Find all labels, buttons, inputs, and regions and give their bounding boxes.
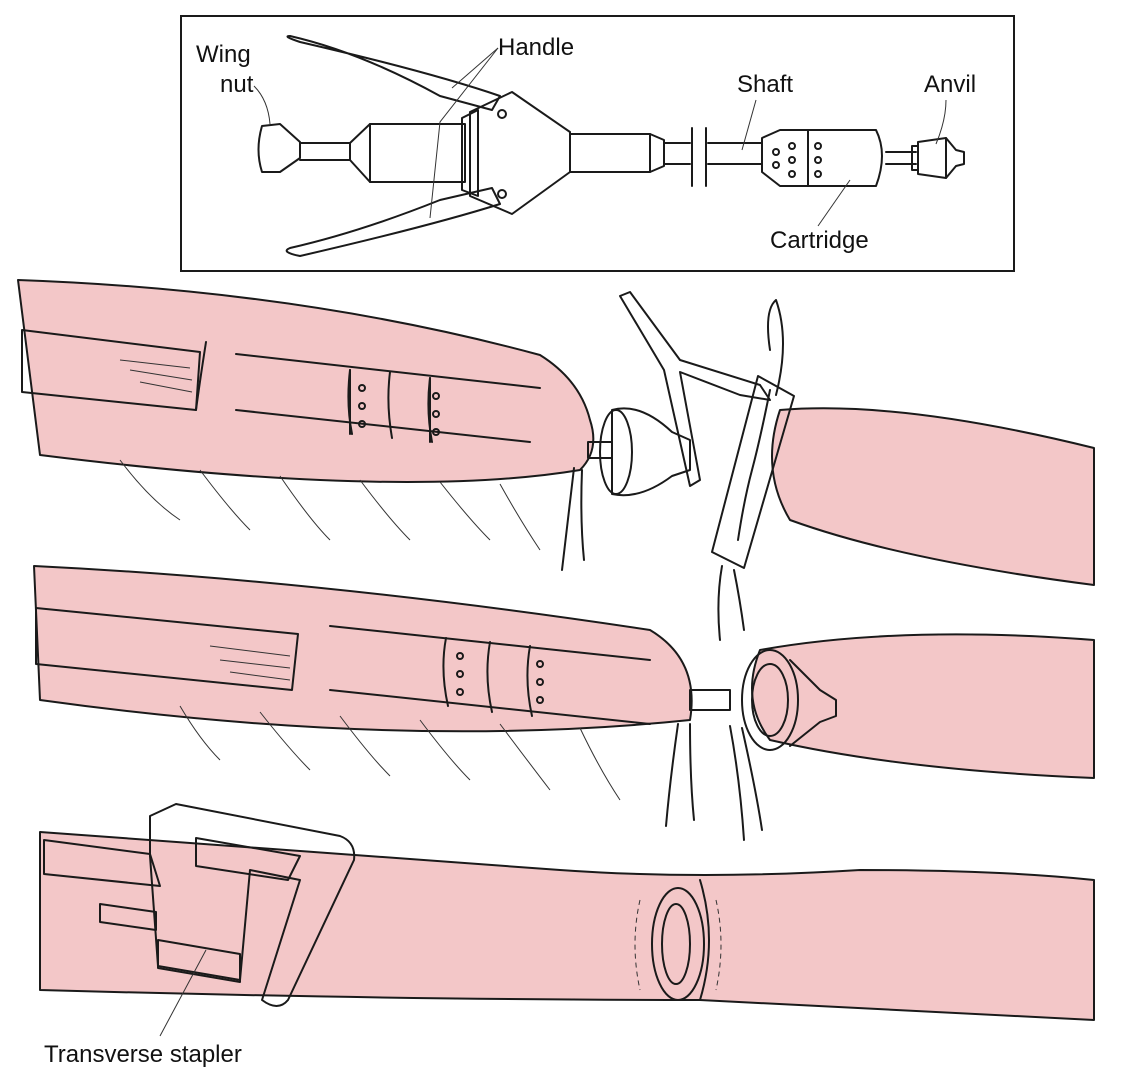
instrument-inset: Wing nut Handle Shaft Anvil Cartridge: [180, 15, 1015, 272]
panel-2-anvil-engaged: [33, 565, 1095, 841]
left-bowel-1: [17, 279, 595, 483]
purse-string-clamp: [619, 291, 771, 487]
anvil-2: [741, 649, 799, 751]
panel-3-transverse-closure: Transverse stapler: [39, 803, 1095, 1068]
stapler-shaft-2: [35, 607, 299, 691]
anvil-1: [611, 407, 691, 497]
left-bowel-2: [33, 565, 693, 733]
anastomosis-ring: [651, 887, 705, 1001]
cartridge-label: Cartridge: [770, 227, 869, 254]
shaft-label: Shaft: [737, 71, 793, 98]
transverse-stapler-frame: [149, 803, 356, 1007]
handle-label: Handle: [498, 34, 574, 61]
bowel-anastomosis: [39, 831, 1095, 1021]
lower-handle-arm: [285, 187, 501, 257]
transverse-stapler-label: Transverse stapler: [44, 1041, 242, 1068]
right-bowel-1: [771, 407, 1095, 586]
panel-1-insertion: [17, 279, 1095, 641]
cartridge: [761, 129, 883, 187]
anvil-shape: [917, 137, 965, 179]
right-bowel-2: [751, 633, 1095, 779]
wing-label-line1: Wing: [196, 41, 251, 68]
clamp-jaw: [711, 375, 795, 569]
nut-label-line2: nut: [220, 71, 254, 98]
transverse-stapler-shaft: [43, 839, 161, 887]
rod: [299, 142, 351, 161]
wing-nut-shape: [257, 123, 301, 173]
anvil-label: Anvil: [924, 71, 976, 98]
